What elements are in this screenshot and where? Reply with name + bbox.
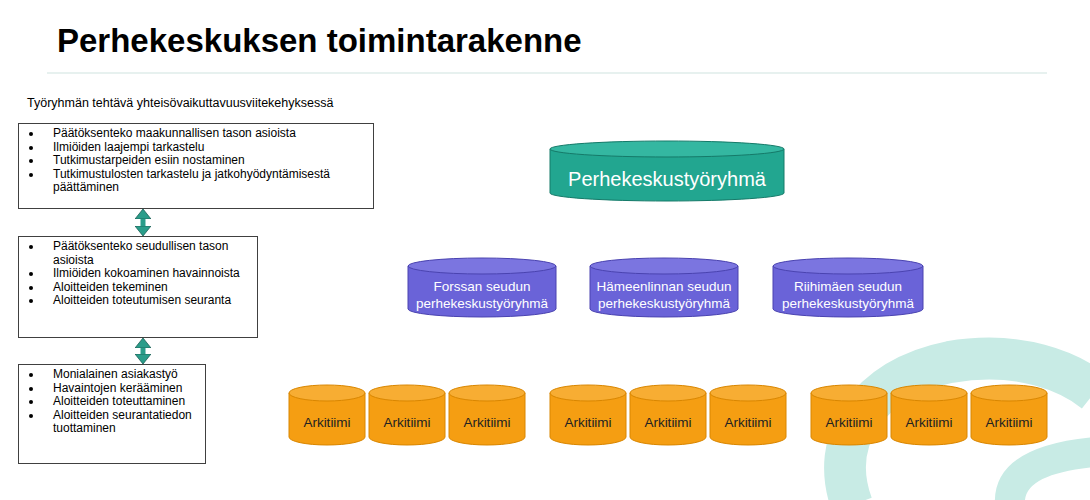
cylinder-label-area: Arkitiimi: [971, 401, 1047, 445]
cylinder-top: [289, 385, 365, 401]
team-cylinder: Hämeenlinnan seudun perhekeskustyöryhmä: [590, 258, 738, 317]
cylinder-top: [710, 385, 786, 401]
bullet-text: Aloitteiden toteuttaminen: [53, 394, 185, 408]
bullet-text: Havaintojen kerääminen: [53, 381, 182, 395]
bullet-item: Tutkimustulosten tarkastelu ja jatkohyöd…: [19, 168, 367, 195]
cylinder-label-area: Forssan seudun perhekeskustyöryhmä: [408, 274, 556, 317]
team-cylinder: Arkitiimi: [630, 385, 706, 445]
diagram-title: Perhekeskuksen toimintarakenne: [57, 22, 582, 60]
team-name: Arkitiimi: [825, 415, 872, 431]
bullet-text: Aloitteiden tekeminen: [53, 280, 168, 294]
team-name: Forssan seudun perhekeskustyöryhmä: [412, 279, 552, 311]
cylinder-label-area: Perhekeskustyöryhmä: [550, 157, 784, 201]
cylinder-label-area: Arkitiimi: [630, 401, 706, 445]
cylinder-top: [773, 258, 923, 274]
section-heading: Työryhmän tehtävä yhteisövaikuttavuusvii…: [27, 96, 333, 110]
team-cylinder: Arkitiimi: [811, 385, 887, 445]
task-box: Päätöksenteko seudullisen tason asioista…: [18, 236, 258, 338]
cylinder-top: [630, 385, 706, 401]
team-name: Arkitiimi: [905, 415, 952, 431]
cylinder-top: [449, 385, 525, 401]
bullet-item: Ilmiöiden laajempi tarkastelu: [19, 141, 367, 155]
cylinder-label-area: Arkitiimi: [369, 401, 445, 445]
bullet-text: Päätöksenteko seudullisen tason asioista: [53, 239, 228, 267]
bullet-text: Monialainen asiakastyö: [53, 367, 178, 381]
cylinder-label-area: Arkitiimi: [550, 401, 626, 445]
cylinder-label-area: Hämeenlinnan seudun perhekeskustyöryhmä: [590, 274, 738, 317]
bullet-dot: [29, 173, 33, 177]
bullet-text: Päätöksenteko maakunnallisen tason asioi…: [53, 126, 296, 140]
bullet-text: Ilmiöiden kokoaminen havainnoista: [53, 266, 240, 280]
team-cylinder: Arkitiimi: [710, 385, 786, 445]
cylinder-top: [590, 258, 738, 274]
bullet-item: Aloitteiden toteutumisen seuranta: [19, 294, 251, 308]
bullet-dot: [29, 387, 33, 391]
bullet-item: Aloitteiden tekeminen: [19, 281, 251, 295]
cylinder-label-area: Arkitiimi: [891, 401, 967, 445]
bullet-dot: [29, 400, 33, 404]
bullet-text: Tutkimustarpeiden esiin nostaminen: [53, 153, 245, 167]
team-name: Hämeenlinnan seudun perhekeskustyöryhmä: [594, 279, 734, 311]
cylinder-label-area: Riihimäen seudun perhekeskustyöryhmä: [773, 274, 923, 317]
cylinder-top: [550, 141, 784, 157]
team-name: Arkitiimi: [564, 415, 611, 431]
bullet-item: Päätöksenteko seudullisen tason asioista: [19, 240, 251, 267]
team-cylinder: Arkitiimi: [289, 385, 365, 445]
team-name: Arkitiimi: [985, 415, 1032, 431]
cylinder-top: [550, 385, 626, 401]
cylinder-top: [971, 385, 1047, 401]
bullet-dot: [29, 299, 33, 303]
bullet-item: Aloitteiden toteuttaminen: [19, 395, 199, 409]
bullet-text: Ilmiöiden laajempi tarkastelu: [53, 140, 204, 154]
double-arrow: [141, 346, 146, 356]
bullet-item: Havaintojen kerääminen: [19, 382, 199, 396]
team-name: Arkitiimi: [724, 415, 771, 431]
cylinder-top: [891, 385, 967, 401]
bullet-dot: [29, 272, 33, 276]
team-cylinder: Arkitiimi: [971, 385, 1047, 445]
bullet-dot: [29, 373, 33, 377]
bullet-item: Monialainen asiakastyö: [19, 368, 199, 382]
bullet-item: Aloitteiden seurantatiedon tuottaminen: [19, 409, 199, 436]
cylinder-top: [811, 385, 887, 401]
team-name: Arkitiimi: [383, 415, 430, 431]
task-box: Päätöksenteko maakunnallisen tason asioi…: [18, 123, 374, 209]
cylinder-top: [408, 258, 556, 274]
bullet-item: Tutkimustarpeiden esiin nostaminen: [19, 154, 367, 168]
bullet-text: Aloitteiden toteutumisen seuranta: [53, 293, 231, 307]
title-rule: [47, 73, 1047, 74]
team-cylinder: Riihimäen seudun perhekeskustyöryhmä: [773, 258, 923, 317]
cylinder-label-area: Arkitiimi: [710, 401, 786, 445]
bullet-dot: [29, 132, 33, 136]
team-name: Riihimäen seudun perhekeskustyöryhmä: [777, 279, 919, 311]
bullet-dot: [29, 414, 33, 418]
bullet-item: Ilmiöiden kokoaminen havainnoista: [19, 267, 251, 281]
cylinder-top: [369, 385, 445, 401]
team-cylinder: Arkitiimi: [449, 385, 525, 445]
bullet-item: Päätöksenteko maakunnallisen tason asioi…: [19, 127, 367, 141]
cylinder-label-area: Arkitiimi: [449, 401, 525, 445]
task-box: Monialainen asiakastyöHavaintojen kerääm…: [18, 364, 206, 464]
team-name: Perhekeskustyöryhmä: [568, 167, 766, 191]
bullet-dot: [29, 146, 33, 150]
bullet-text: Aloitteiden seurantatiedon tuottaminen: [53, 408, 192, 436]
team-cylinder: Arkitiimi: [891, 385, 967, 445]
team-cylinder: Perhekeskustyöryhmä: [550, 141, 784, 201]
double-arrow: [141, 217, 146, 228]
cylinder-label-area: Arkitiimi: [289, 401, 365, 445]
team-cylinder: Forssan seudun perhekeskustyöryhmä: [408, 258, 556, 317]
team-name: Arkitiimi: [303, 415, 350, 431]
cylinder-label-area: Arkitiimi: [811, 401, 887, 445]
bullet-dot: [29, 286, 33, 290]
team-cylinder: Arkitiimi: [369, 385, 445, 445]
team-cylinder: Arkitiimi: [550, 385, 626, 445]
bullet-text: Tutkimustulosten tarkastelu ja jatkohyöd…: [53, 167, 330, 195]
bullet-dot: [29, 245, 33, 249]
team-name: Arkitiimi: [644, 415, 691, 431]
swirl-shape: [1010, 452, 1090, 500]
bullet-dot: [29, 159, 33, 163]
team-name: Arkitiimi: [463, 415, 510, 431]
